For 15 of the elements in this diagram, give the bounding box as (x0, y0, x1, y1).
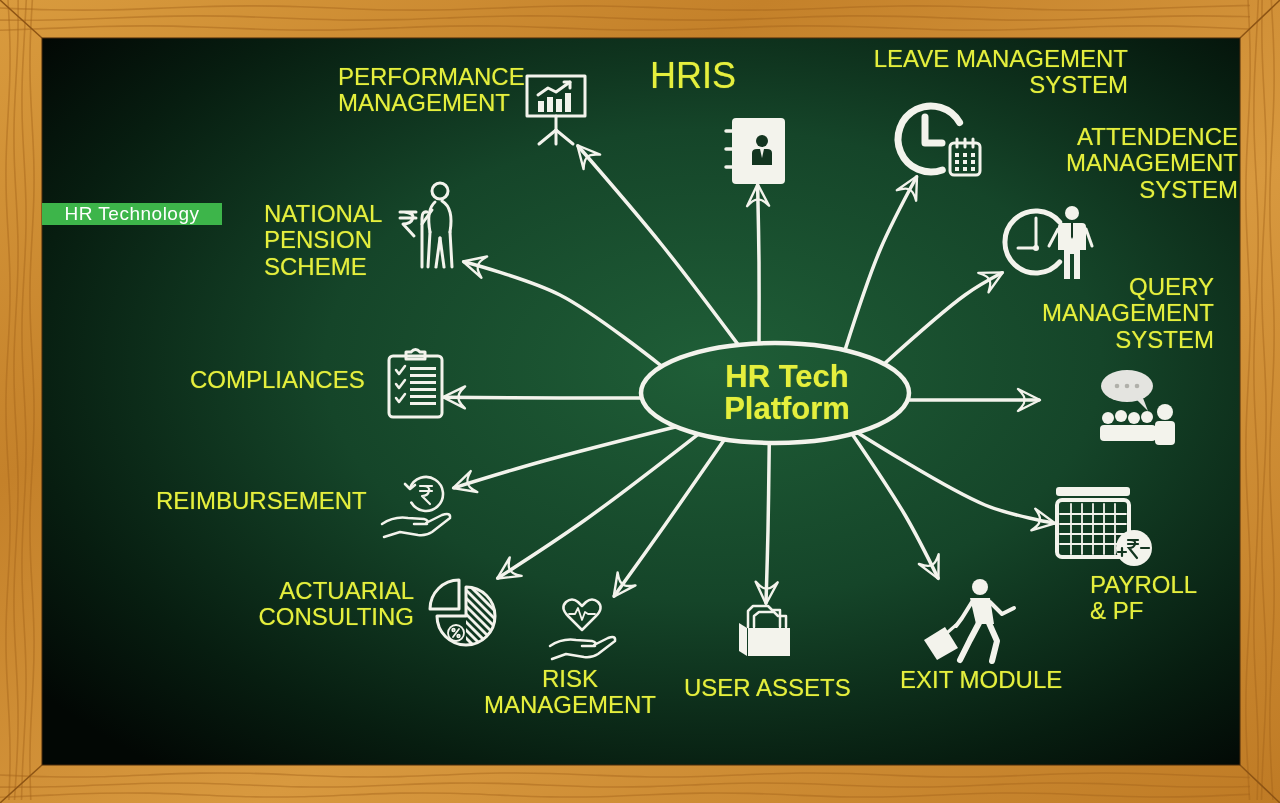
module-label: USER ASSETS (684, 675, 852, 702)
module-label: ATTENDENCE MANAGEMENT SYSTEM (1065, 124, 1238, 204)
module-label: QUERY MANAGEMENT SYSTEM (1041, 274, 1214, 354)
module-label: PAYROLL & PF (1090, 572, 1198, 625)
module-label: EXIT MODULE (900, 667, 1064, 694)
module-label: RISK MANAGEMENT (483, 666, 657, 719)
hub-label: HR Tech Platform (723, 360, 851, 426)
module-label: LEAVE MANAGEMENT SYSTEM (872, 46, 1128, 99)
module-label: COMPLIANCES (190, 367, 366, 394)
module-label: ACTUARIAL CONSULTING (257, 578, 414, 631)
tagline-banner: HR Technology (42, 203, 222, 225)
module-label: REIMBURSEMENT (156, 488, 368, 515)
module-label: NATIONAL PENSION SCHEME (264, 201, 383, 281)
module-label: PERFORMANCE MANAGEMENT (338, 64, 526, 117)
module-label: HRIS (650, 56, 737, 96)
